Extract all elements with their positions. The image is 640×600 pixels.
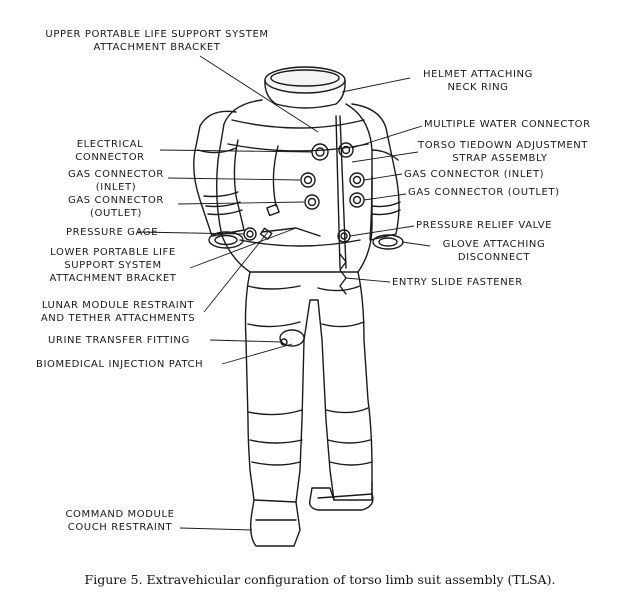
label-glove-disconnect: Glove attachingdisconnect xyxy=(442,239,546,263)
label-electrical-connector: Electricalconnector xyxy=(75,139,145,163)
right-arm xyxy=(337,103,404,250)
label-entry-slide-fastener: Entry slide fastener xyxy=(392,277,523,288)
label-multiple-water-connector: Multiple water connector xyxy=(424,119,591,130)
leader-lines xyxy=(137,55,431,531)
torso xyxy=(215,99,373,273)
label-lower-plss-bracket: Lower portable lifesupport systemattachm… xyxy=(49,247,177,284)
label-torso-tiedown: Torso tiedown adjustmentstrap assembly xyxy=(418,140,589,164)
label-cm-couch-restraint: Command modulecouch restraint xyxy=(65,509,175,533)
label-gas-outlet-right: Gas connector (outlet) xyxy=(408,187,560,198)
label-biomedical-injection-patch: Biomedical injection patch xyxy=(36,359,204,370)
label-gas-inlet-left: Gas connector(inlet) xyxy=(68,169,164,193)
figure-caption: Figure 5. Extravehicular configuration o… xyxy=(84,572,556,587)
label-helmet-ring: Helmet attachingneck ring xyxy=(423,69,533,93)
label-gas-outlet-left: Gas connector(outlet) xyxy=(68,195,164,219)
chest-connectors xyxy=(300,142,365,210)
helmet-neck-ring xyxy=(264,66,346,109)
label-gas-inlet-right: Gas connector (inlet) xyxy=(404,169,545,180)
label-pressure-relief-valve: Pressure relief valve xyxy=(416,220,553,231)
boots xyxy=(249,481,374,547)
legs xyxy=(244,253,373,503)
label-pressure-gage: Pressure gage xyxy=(66,227,159,238)
label-urine-transfer-fitting: Urine transfer fitting xyxy=(48,335,190,346)
label-lunar-module-restraint: Lunar module restraintand tether attachm… xyxy=(40,300,196,324)
label-upper-plss-bracket: Upper portable life support systemattach… xyxy=(45,29,269,53)
